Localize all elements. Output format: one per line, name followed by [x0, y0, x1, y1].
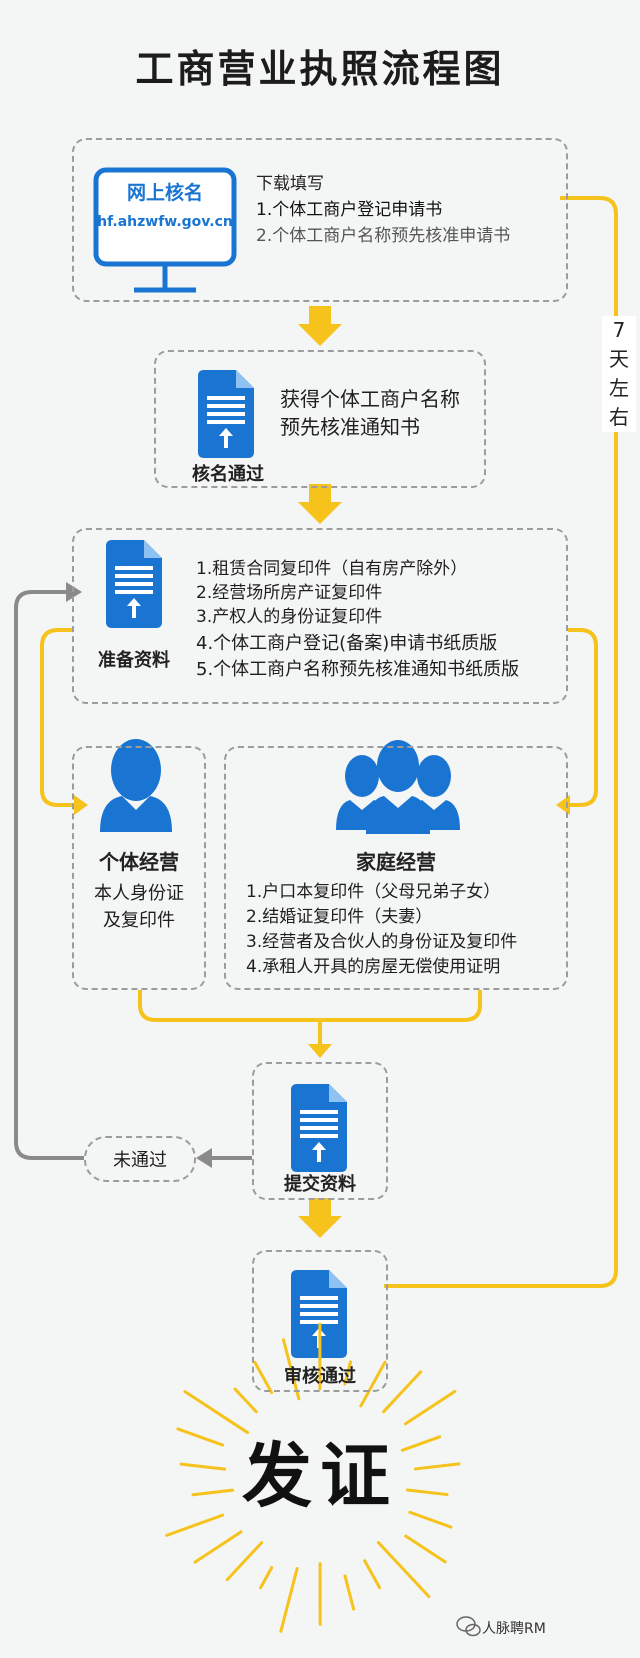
down-arrow-2 [298, 484, 342, 524]
sunburst-ray [404, 1389, 457, 1426]
merge-arrow-head [308, 1044, 332, 1058]
sunburst-ray [405, 1488, 449, 1497]
sunburst-ray [408, 1510, 453, 1529]
merge-line [138, 990, 482, 1022]
review-label: 审核通过 [284, 1366, 356, 1387]
individual-text: 及复印件 [103, 910, 175, 931]
seven-days-label: 7 天 左 右 [602, 316, 636, 432]
left-branch-line [40, 628, 78, 807]
step3-item: 5.个体工商户名称预先核准通知书纸质版 [196, 659, 520, 680]
sunburst-ray [343, 1360, 353, 1386]
return-loop-head [66, 582, 82, 602]
right-branch-line [568, 628, 598, 807]
individual-box [72, 746, 206, 990]
family-item: 2.结婚证复印件（夫妻） [246, 907, 433, 927]
document-upload-icon [106, 540, 162, 628]
family-item: 3.经营者及合伙人的身份证及复印件 [246, 932, 518, 952]
sunburst-ray [382, 1370, 423, 1414]
sunburst-ray [233, 1387, 258, 1414]
wechat-icon [456, 1616, 481, 1637]
sunburst-ray [413, 1462, 461, 1471]
family-item: 4.承租人开具的房屋无偿使用证明 [246, 957, 501, 977]
sunburst-ray [279, 1567, 299, 1633]
sunburst-ray [225, 1541, 264, 1582]
step3-item: 2.经营场所房产证复印件 [196, 583, 383, 603]
final-label: 发证 [242, 1435, 398, 1517]
screen-url: hf.ahzwfw.gov.cn [97, 214, 233, 230]
seven-days-char: 天 [609, 347, 629, 371]
sunburst-ray [259, 1566, 274, 1590]
sunburst-ray [165, 1513, 225, 1537]
sunburst-ray [376, 1541, 431, 1599]
failed-label: 未通过 [113, 1150, 167, 1171]
down-arrow-1 [298, 306, 342, 346]
sunburst-ray [404, 1534, 447, 1564]
sunburst-ray [359, 1360, 387, 1408]
sunburst-ray [179, 1462, 227, 1471]
review-box [252, 1250, 388, 1392]
individual-text: 本人身份证 [94, 883, 184, 904]
fail-arrow-head [196, 1148, 212, 1168]
individual-label: 个体经营 [99, 850, 179, 874]
sunburst-ray [363, 1559, 382, 1590]
person-icon [100, 739, 172, 832]
document-upload-icon [291, 1084, 347, 1172]
watermark: 人脉聘RM [482, 1621, 546, 1637]
step-name-approved-box [154, 350, 486, 488]
step2-label: 核名通过 [192, 464, 264, 485]
sunburst-ray [282, 1338, 301, 1401]
left-branch-head [74, 795, 88, 815]
seven-days-char: 左 [609, 376, 629, 400]
seven-days-char: 右 [609, 405, 629, 429]
family-item: 1.户口本复印件（父母兄弟子女） [246, 882, 501, 902]
sunburst-ray [191, 1488, 235, 1497]
sunburst-ray [183, 1390, 250, 1435]
seven-days-char: 7 [612, 318, 626, 342]
step-download-box [72, 138, 568, 302]
sunburst-ray [400, 1435, 442, 1452]
step3-item: 3.产权人的身份证复印件 [196, 607, 383, 627]
document-upload-icon [198, 370, 254, 458]
screen-title: 网上核名 [126, 182, 203, 204]
group-icon [336, 740, 460, 834]
monitor-icon [93, 167, 237, 293]
seven-day-line [384, 196, 618, 1288]
page-title: 工商营业执照流程图 [135, 47, 505, 91]
step3-item: 1.租赁合同复印件（自有房产除外） [196, 559, 468, 579]
step3-item: 4.个体工商户登记(备案)申请书纸质版 [196, 633, 498, 654]
step1-heading: 下载填写 [256, 174, 324, 194]
family-label: 家庭经营 [356, 850, 436, 874]
sunburst-ray [253, 1360, 274, 1395]
submit-label: 提交资料 [284, 1174, 356, 1195]
down-arrow-3 [298, 1198, 342, 1238]
sunburst-ray [193, 1530, 243, 1564]
return-loop-line [14, 590, 84, 1160]
sunburst-ray [176, 1427, 225, 1447]
submit-box [252, 1062, 388, 1200]
sunburst-ray [343, 1574, 356, 1611]
sunburst-icon [165, 1322, 461, 1633]
step-prepare-box [72, 528, 568, 704]
step1-item: 2.个体工商户名称预先核准申请书 [256, 226, 511, 246]
step3-label: 准备资料 [98, 650, 170, 671]
step2-text: 获得个体工商户名称 [280, 387, 460, 411]
family-box [224, 746, 568, 990]
step1-item: 1.个体工商户登记申请书 [256, 200, 443, 220]
failed-box [84, 1136, 196, 1182]
step2-text: 预先核准通知书 [280, 415, 420, 439]
